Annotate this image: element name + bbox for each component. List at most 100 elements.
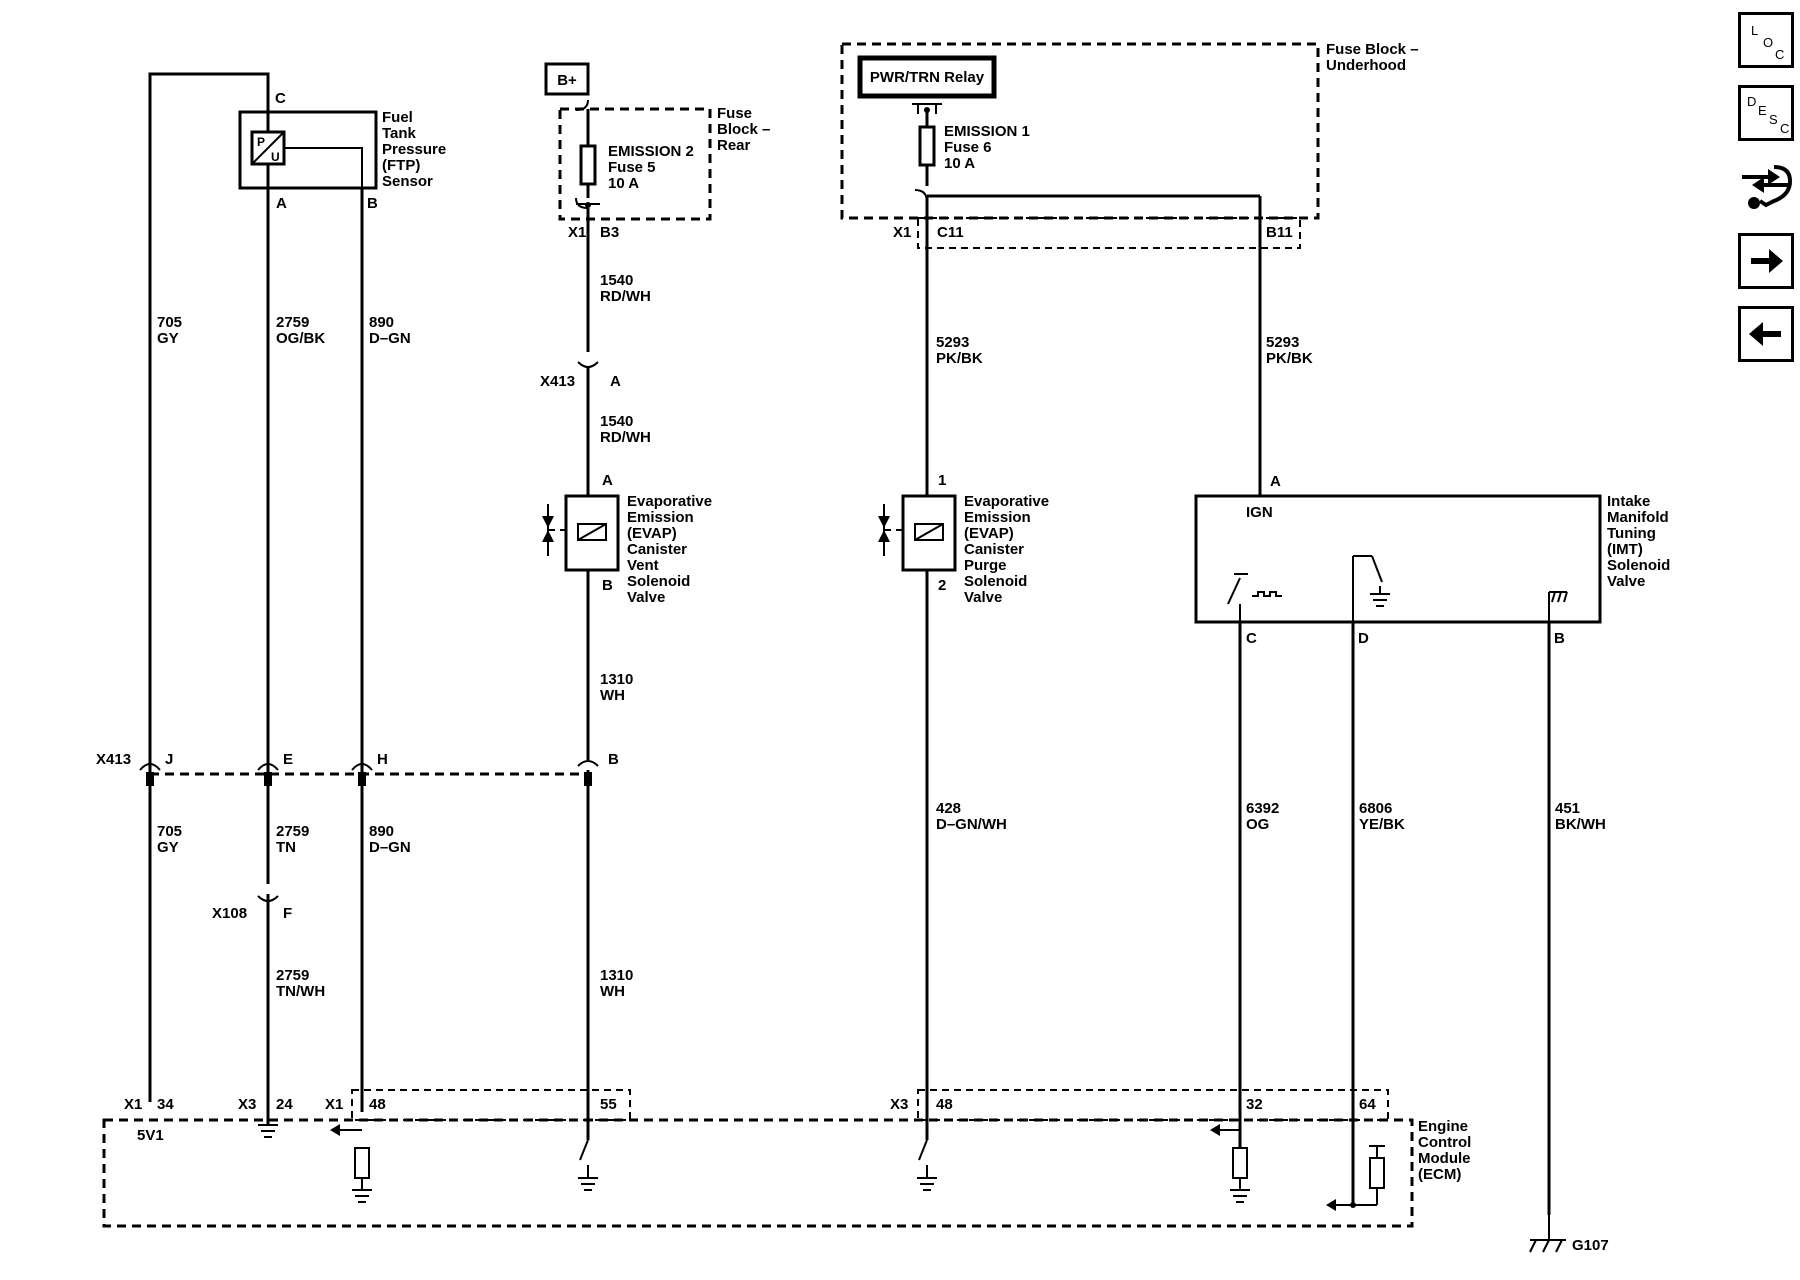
x1-label: X1 <box>568 224 586 241</box>
wire-label: PK/BK <box>936 350 983 367</box>
evap-vent-wiring <box>577 208 599 1140</box>
wire-label: RD/WH <box>600 429 651 446</box>
wire-label: 5293 <box>936 334 969 351</box>
fuse-block-rear-label: Fuse <box>717 105 752 122</box>
evap-purge-label: Purge <box>964 557 1007 574</box>
evap-vent-label: Valve <box>627 589 665 606</box>
ecm-module: Engine Control Module (ECM) 5V1 X1 34 X3… <box>102 1089 1471 1228</box>
imt-label: (IMT) <box>1607 541 1643 558</box>
evap-purge-label: Evaporative <box>964 493 1049 510</box>
wire-label: TN/WH <box>276 983 325 1000</box>
wire-label: WH <box>600 687 625 704</box>
imt-pin-a: A <box>1270 473 1281 490</box>
x108-pin-f: F <box>283 905 292 922</box>
wire-label: 1310 <box>600 967 633 984</box>
wire-label: PK/BK <box>1266 350 1313 367</box>
wire-label: 1310 <box>600 671 633 688</box>
ecm-label: Engine <box>1418 1118 1468 1135</box>
loc-letter: O <box>1763 35 1773 50</box>
x413-pin-j: J <box>165 751 173 768</box>
b3-label: B3 <box>600 224 619 241</box>
wire-label: D–GN <box>369 839 411 856</box>
x108-connector: X108 F <box>212 884 292 922</box>
ftp-wiring <box>148 72 364 1125</box>
x413-pin-h: H <box>377 751 388 768</box>
imt-pin-c: C <box>1246 630 1257 647</box>
wire-label: 890 <box>369 314 394 331</box>
connector-view-button[interactable] <box>1738 157 1794 213</box>
wire-label: 705 <box>157 314 182 331</box>
desc-button[interactable]: D E S C <box>1738 85 1794 141</box>
loc-button[interactable]: L O C <box>1738 12 1794 68</box>
fuse-block-rear-label: Block – <box>717 121 770 138</box>
ftp-pin-a: A <box>276 195 287 212</box>
evap-purge-label: Emission <box>964 509 1031 526</box>
ftp-name-line: (FTP) <box>382 157 420 174</box>
wire-label: 6392 <box>1246 800 1279 817</box>
arrow-right-icon <box>1751 249 1783 273</box>
evap-purge-solenoid: 1 2 Evaporative Emission (EVAP) Canister… <box>878 472 1049 606</box>
wire-label: 2759 <box>276 967 309 984</box>
emission2-label: EMISSION 2 <box>608 143 694 160</box>
wire-label: 451 <box>1555 800 1580 817</box>
imt-pin-b: B <box>1554 630 1565 647</box>
wire-label: 1540 <box>600 272 633 289</box>
wire-label: 890 <box>369 823 394 840</box>
wire-label: D–GN/WH <box>936 816 1007 833</box>
purge-pin-2: 2 <box>938 577 946 594</box>
c11-label: C11 <box>937 224 964 241</box>
wire-label: OG/BK <box>276 330 325 347</box>
x413-connector-row: X413 J E H B <box>96 751 619 786</box>
ecm-5v1-label: 5V1 <box>137 1127 164 1144</box>
next-button[interactable] <box>1738 233 1794 289</box>
wire-label: D–GN <box>369 330 411 347</box>
ecm-pin-34: 34 <box>157 1096 174 1113</box>
ecm-label: Control <box>1418 1134 1471 1151</box>
imt-solenoid-valve: IGN Intake Manifold Tuning (IMT) Solenoi… <box>1194 473 1670 647</box>
wiring-connector-icon <box>1742 165 1793 209</box>
loc-letter: L <box>1751 23 1758 38</box>
x413-pin-b: B <box>608 751 619 768</box>
imt-ign-label: IGN <box>1246 504 1273 521</box>
ecm-label: Module <box>1418 1150 1471 1167</box>
ftp-name-line: Fuel <box>382 109 413 126</box>
evap-purge-label: Valve <box>964 589 1002 606</box>
loc-letter: C <box>1775 47 1784 62</box>
evap-vent-solenoid: A B Evaporative Emission (EVAP) Canister… <box>542 472 712 606</box>
ecm-pin-32: 32 <box>1246 1096 1263 1113</box>
wire-label: GY <box>157 330 179 347</box>
evap-purge-label: Solenoid <box>964 573 1027 590</box>
fuse-block-rear: B+ Fuse Block – Rear EMISSION 2 Fuse 5 1… <box>544 62 770 221</box>
emission1-label: Fuse 6 <box>944 139 992 156</box>
pwr-trn-relay-label: PWR/TRN Relay <box>870 69 985 86</box>
fuse-block-underhood: Fuse Block – Underhood PWR/TRN Relay EMI… <box>840 41 1419 249</box>
ecm-x3-label: X3 <box>890 1096 908 1113</box>
fuse-block-underhood-label: Fuse Block – <box>1326 41 1419 58</box>
vent-pin-b: B <box>602 577 613 594</box>
emission2-label: Fuse 5 <box>608 159 656 176</box>
wire-labels: 705 GY 2759 OG/BK 890 D–GN 1540 RD/WH 15… <box>157 272 1606 1000</box>
back-button[interactable] <box>1738 306 1794 362</box>
wire-label: 2759 <box>276 314 309 331</box>
wire-label: OG <box>1246 816 1269 833</box>
ftp-name-line: Tank <box>382 125 417 142</box>
loc-icon: L O C <box>1751 23 1784 62</box>
ecm-pin-55: 55 <box>600 1096 617 1113</box>
x1-label: X1 <box>893 224 911 241</box>
x413-upper: X413 A <box>540 373 621 390</box>
imt-wiring <box>1238 196 1551 1215</box>
wire-label: WH <box>600 983 625 1000</box>
fuse-block-underhood-label: Underhood <box>1326 57 1406 74</box>
evap-purge-label: Canister <box>964 541 1024 558</box>
wire-label: 1540 <box>600 413 633 430</box>
x413-label: X413 <box>96 751 131 768</box>
x413-pin-e: E <box>283 751 293 768</box>
wire-label: 5293 <box>1266 334 1299 351</box>
vent-pin-a: A <box>602 472 613 489</box>
arrow-left-icon <box>1749 322 1781 346</box>
evap-vent-label: Vent <box>627 557 659 574</box>
ecm-pin-64: 64 <box>1359 1096 1376 1113</box>
evap-purge-label: (EVAP) <box>964 525 1014 542</box>
ecm-pin-48: 48 <box>936 1096 953 1113</box>
desc-icon: D E S C <box>1747 94 1789 136</box>
